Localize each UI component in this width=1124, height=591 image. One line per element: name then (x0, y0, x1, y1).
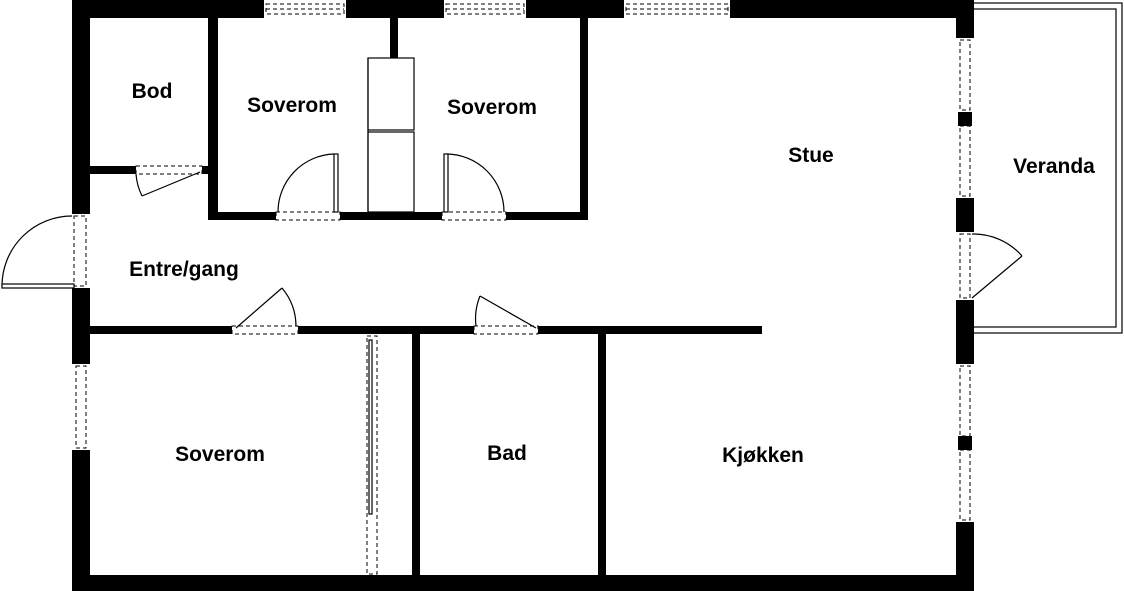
window-right-2 (956, 364, 974, 522)
room-label-kjokken: Kjøkken (722, 444, 804, 467)
veranda-door (956, 232, 1023, 300)
bedroom-3-door (231, 287, 299, 335)
bathroom-door (473, 295, 539, 335)
window-right-1 (956, 38, 974, 198)
sliding-wardrobe (366, 334, 378, 575)
exterior-walls (72, 0, 974, 591)
room-label-veranda: Veranda (1013, 155, 1095, 178)
entry-door (1, 214, 90, 289)
wardrobe-fixture (367, 57, 415, 213)
room-label-entre: Entre/gang (129, 258, 239, 281)
room-label-soverom-3: Soverom (175, 443, 265, 466)
window-top-1 (264, 0, 346, 18)
bedroom-2-door (441, 153, 507, 221)
room-label-bod: Bod (132, 80, 173, 103)
interior-walls (90, 18, 762, 578)
window-top-3 (624, 0, 730, 18)
bod-door (135, 165, 203, 197)
window-left (72, 364, 90, 450)
bedroom-1-door (275, 153, 341, 221)
room-label-soverom-2: Soverom (447, 96, 537, 119)
room-label-soverom-1: Soverom (247, 94, 337, 117)
window-top-2 (444, 0, 526, 18)
room-label-stue: Stue (788, 144, 834, 167)
room-label-bad: Bad (487, 442, 527, 465)
